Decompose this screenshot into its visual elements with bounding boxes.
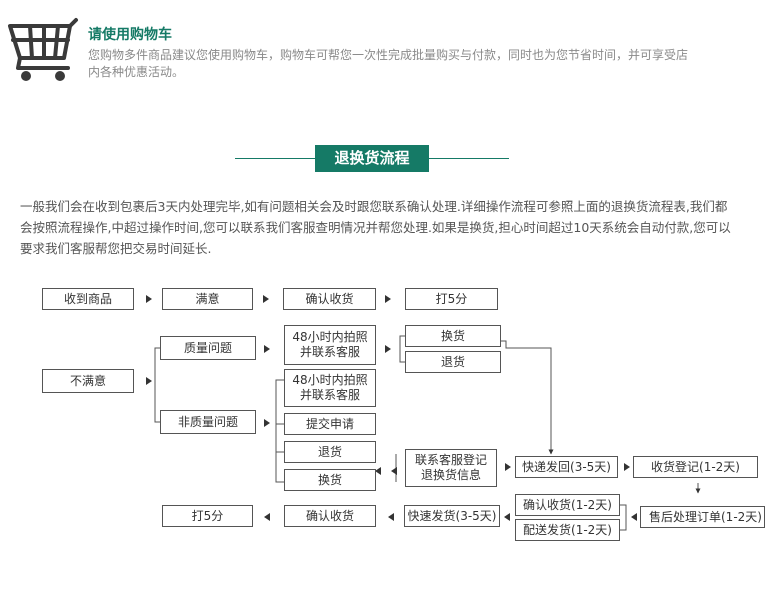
shopping-cart-icon [8, 18, 78, 81]
step-confirm-receipt-mid: 确认收货(1-2天) [515, 494, 620, 516]
step-confirm-receipt-top: 确认收货 [283, 288, 376, 310]
contact-cs-line2: 退换货信息 [420, 468, 481, 482]
section-divider-left [235, 158, 315, 159]
step-unsatisfied: 不满意 [42, 369, 134, 393]
step-exchange-b: 换货 [284, 469, 376, 491]
contact-cs-line1: 联系客服登记 [414, 453, 487, 467]
step-return-b: 退货 [284, 441, 376, 463]
step-submit-request: 提交申请 [284, 413, 376, 435]
cart-description: 您购物多件商品建议您使用购物车，购物车可帮您一次性完成批量购买与付款，同时也为您… [88, 48, 689, 79]
step-exchange-a: 换货 [405, 325, 501, 347]
step-express-return: 快递发回(3-5天) [515, 456, 618, 478]
step-rate-bottom: 打5分 [162, 505, 253, 527]
step-quality-issue: 质量问题 [160, 336, 256, 360]
step-receive-register: 收货登记(1-2天) [633, 456, 758, 478]
photo-48h-b-line2: 并联系客服 [299, 388, 360, 402]
step-after-sale: 售后处理订单(1-2天) [640, 506, 765, 528]
cart-title: 请使用购物车 [88, 27, 172, 43]
photo-48h-a-line2: 并联系客服 [299, 345, 360, 359]
step-confirm-receipt-bottom: 确认收货 [284, 505, 376, 527]
intro-paragraph: 一般我们会在收到包裹后3天内处理完毕,如有问题相关会及时跟您联系确认处理.详细操… [20, 199, 731, 256]
step-received: 收到商品 [42, 288, 134, 310]
section-title: 退换货流程 [315, 145, 429, 172]
step-express-ship: 快速发货(3-5天) [404, 505, 500, 527]
step-deliver: 配送发货(1-2天) [515, 519, 620, 541]
step-satisfied: 满意 [162, 288, 253, 310]
step-rate-top: 打5分 [405, 288, 498, 310]
step-photo-48h-b: 48小时内拍照 并联系客服 [284, 369, 376, 407]
step-return-a: 退货 [405, 351, 501, 373]
photo-48h-a-line1: 48小时内拍照 [292, 330, 368, 344]
section-divider-right [429, 158, 509, 159]
step-contact-cs: 联系客服登记 退换货信息 [405, 449, 497, 487]
step-non-quality-issue: 非质量问题 [160, 410, 256, 434]
photo-48h-b-line1: 48小时内拍照 [292, 373, 368, 387]
step-photo-48h-a: 48小时内拍照 并联系客服 [284, 325, 376, 365]
